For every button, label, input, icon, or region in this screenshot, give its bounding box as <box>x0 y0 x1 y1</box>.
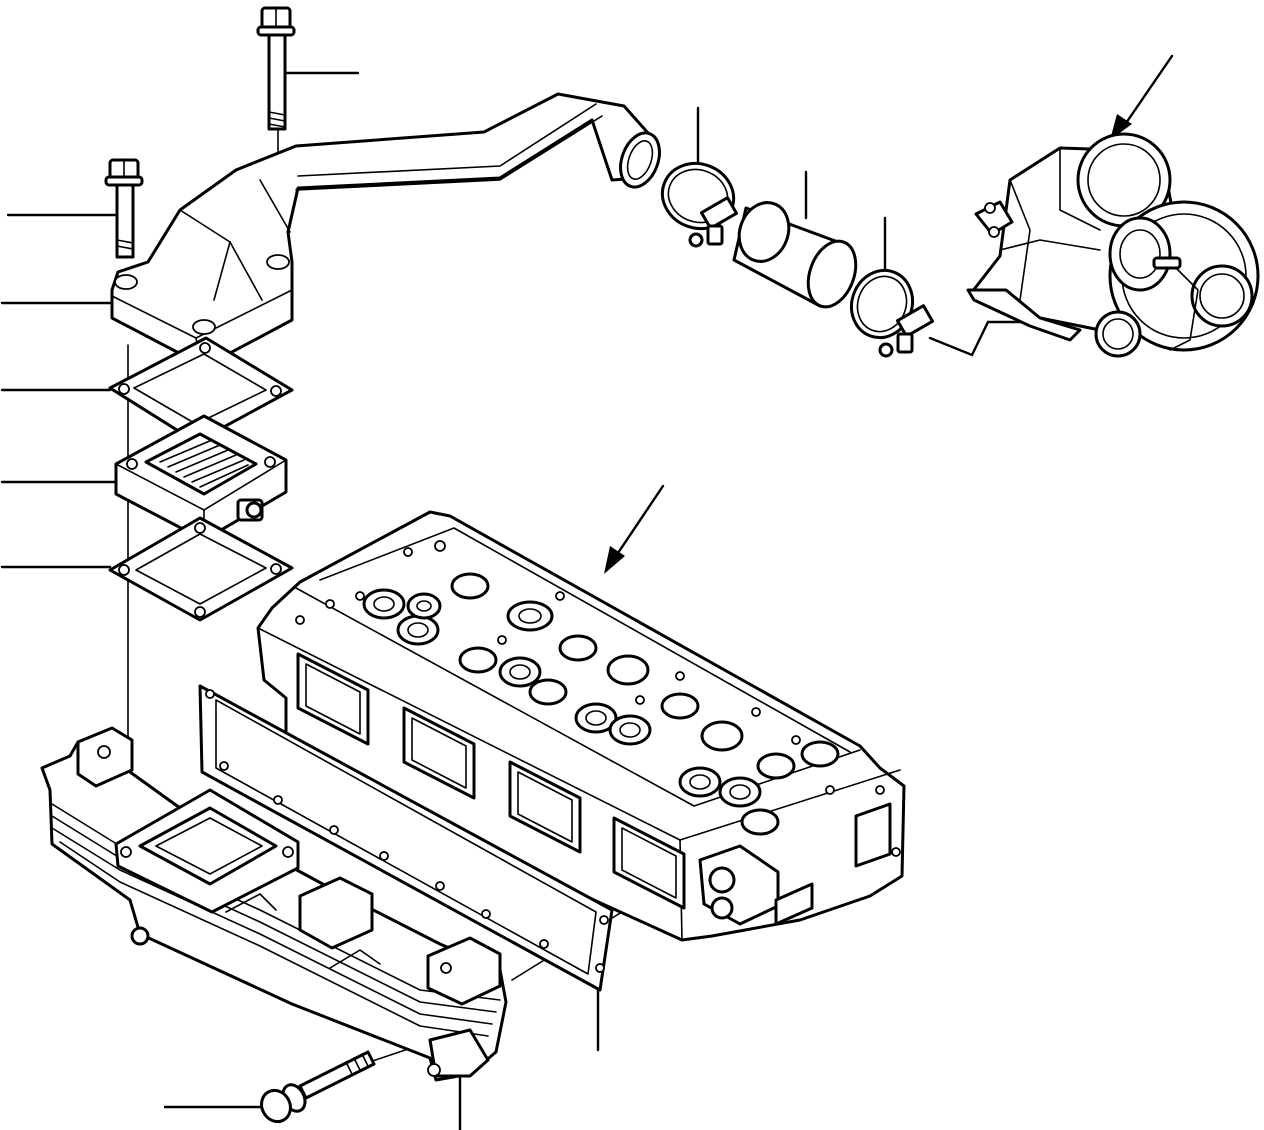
port-2 <box>402 706 476 800</box>
manifold-gasket <box>198 684 614 992</box>
reference-arrows <box>604 54 1174 574</box>
heater-element <box>159 439 249 488</box>
valve-ports <box>362 572 840 836</box>
head-bolt-holes <box>295 540 901 857</box>
hose-clamp-right <box>850 268 934 358</box>
arrow-head-head <box>604 546 625 574</box>
hose-clamp-left <box>660 162 738 248</box>
manifold-bolt <box>260 1050 376 1124</box>
leader-turbo <box>928 320 1042 357</box>
intake-pipe <box>110 92 661 370</box>
arrow-head-shaft <box>614 484 665 558</box>
intake-manifold <box>40 726 508 1082</box>
turbocharger <box>966 132 1260 358</box>
gasket-holes <box>205 689 609 973</box>
port-4 <box>612 816 686 910</box>
intake-heater <box>114 414 288 542</box>
bolt-long <box>256 6 296 131</box>
gasket-upper <box>108 336 294 444</box>
cylinder-head <box>256 510 906 942</box>
port-1 <box>296 652 370 746</box>
bolt-short <box>104 158 144 259</box>
connecting-hose <box>732 201 858 309</box>
port-3 <box>508 760 582 854</box>
arrow-turbo-shaft <box>1122 54 1174 128</box>
gasket-lower <box>108 516 294 622</box>
